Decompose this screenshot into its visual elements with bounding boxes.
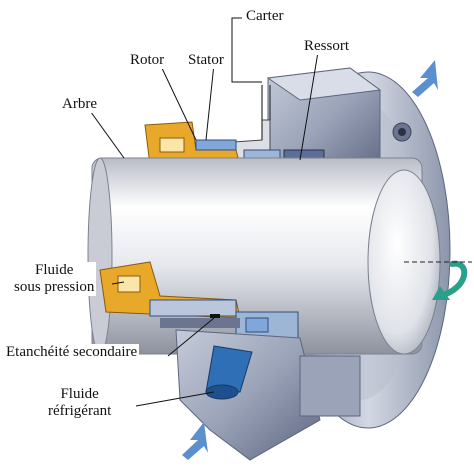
seal-assembly-lower xyxy=(99,261,299,339)
label-stator: Stator xyxy=(186,52,226,69)
leader-ressort xyxy=(299,51,319,161)
leader-lines xyxy=(87,17,319,407)
label-fluide-sous-pression: Fluide sous pression xyxy=(12,262,97,296)
label-rotor: Rotor xyxy=(128,52,167,69)
leader-carter xyxy=(231,17,262,83)
leader-rotor xyxy=(159,63,197,141)
label-fluide-pression-line2: sous pression xyxy=(14,279,95,295)
flow-arrow-out-icon xyxy=(182,422,208,460)
label-fluide-refrigerant: Fluide réfrigérant xyxy=(46,386,114,420)
leader-stator xyxy=(205,63,215,141)
label-arbre: Arbre xyxy=(60,96,99,113)
label-fluide-refrigerant-line2: réfrigérant xyxy=(48,403,112,419)
housing-lower xyxy=(175,329,361,461)
leader-fluide-pression xyxy=(111,281,125,285)
label-carter: Carter xyxy=(244,8,286,25)
leader-fluide-refrigerant xyxy=(135,391,215,407)
label-fluide-refrigerant-line1: Fluide xyxy=(60,386,99,402)
flow-arrow-in-icon xyxy=(412,60,438,97)
leader-etancheite xyxy=(167,317,215,357)
label-etancheite-secondaire: Etanchéité secondaire xyxy=(4,344,140,361)
leader-arbre xyxy=(87,107,125,159)
rotation-arrow-icon xyxy=(404,260,472,300)
label-ressort: Ressort xyxy=(302,38,351,55)
label-fluide-pression-line1: Fluide xyxy=(35,262,74,278)
